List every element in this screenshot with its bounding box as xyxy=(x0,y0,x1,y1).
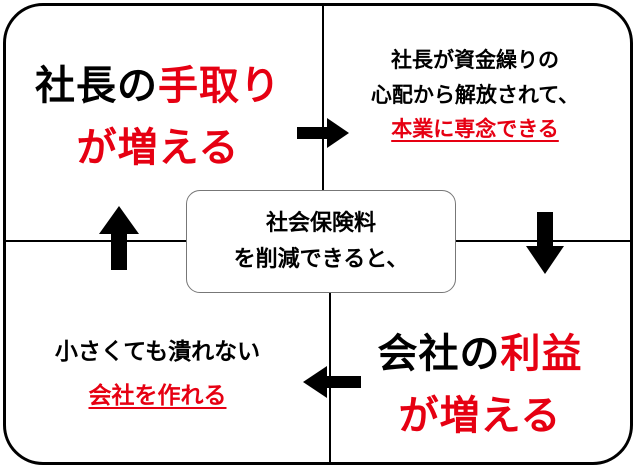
quadrant-bottom-right: 会社の利益 が増える xyxy=(335,310,625,460)
arrow-left-icon xyxy=(303,366,361,398)
center-box: 社会保険料 を削減できると、 xyxy=(186,190,456,293)
quadrant-top-right: 社長が資金繰りの 心配から解放されて、 本業に専念できる xyxy=(330,30,620,160)
vertical-divider-top xyxy=(322,6,324,242)
top-left-line1: 社長の手取り xyxy=(35,55,281,117)
arrow-down-icon xyxy=(526,212,564,274)
top-left-text-black: 社長の xyxy=(35,63,158,109)
bottom-right-line2: が増える xyxy=(398,393,562,439)
top-left-text-red: 手取り xyxy=(158,63,281,109)
center-line2: を削減できると、 xyxy=(233,246,409,272)
arrow-right-icon xyxy=(297,118,349,148)
top-right-line3: 本業に専念できる xyxy=(391,117,559,142)
bottom-right-text-black: 会社の xyxy=(377,331,501,377)
bottom-right-text-red: 利益 xyxy=(500,331,583,377)
top-right-line1: 社長が資金繰りの xyxy=(391,48,559,73)
bottom-left-line1: 小さくても潰れない xyxy=(54,339,261,366)
top-right-line2: 心配から解放されて、 xyxy=(370,82,580,107)
center-line1: 社会保険料 xyxy=(265,211,376,237)
arrow-up-icon xyxy=(99,206,139,270)
bottom-right-line1: 会社の利益 xyxy=(378,323,583,385)
bottom-left-line2: 会社を作れる xyxy=(88,383,227,409)
top-left-line2: が増える xyxy=(76,125,240,171)
quadrant-bottom-left: 小さくても潰れない 会社を作れる xyxy=(10,320,305,430)
quadrant-top-left: 社長の手取り が増える xyxy=(8,42,308,192)
vertical-divider-bottom xyxy=(329,242,331,462)
